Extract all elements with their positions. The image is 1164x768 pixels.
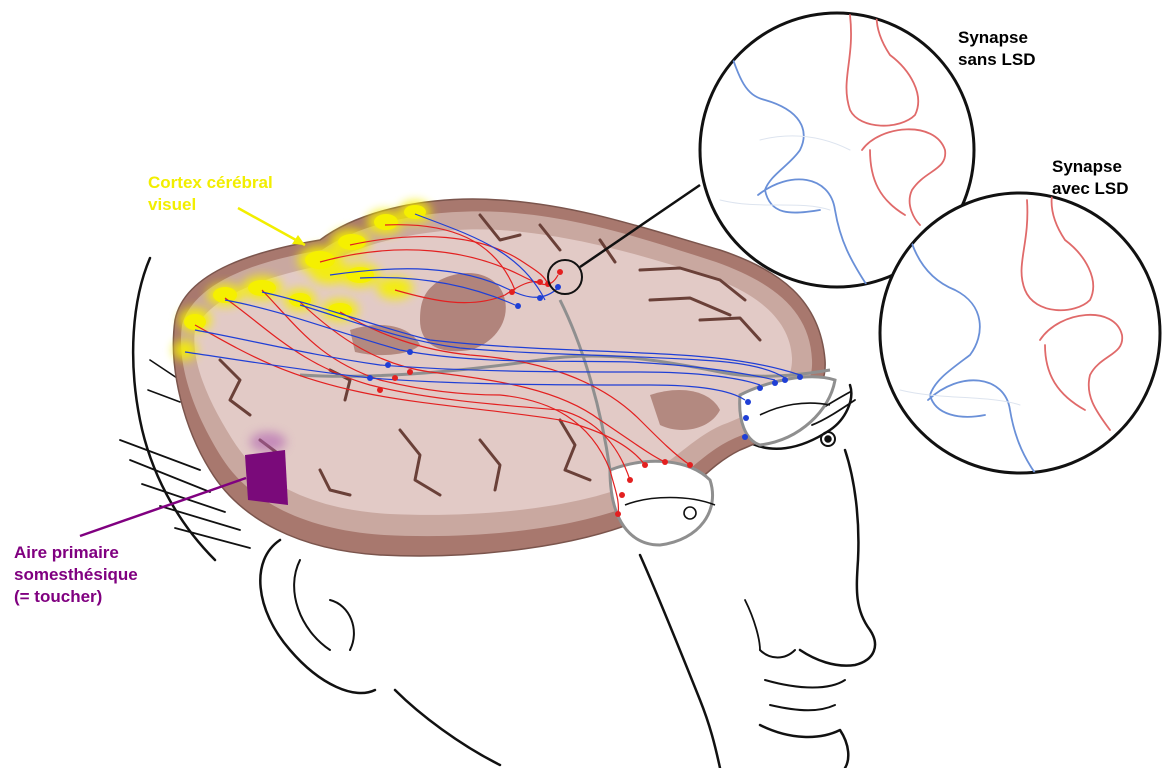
somatosensory-label-line1: Aire primaire [14, 543, 119, 562]
somatosensory-area [245, 432, 288, 505]
visual-cortex-label-line2: visuel [148, 195, 197, 214]
synapse-with-lsd-label: Synapse avec LSD [1052, 156, 1129, 200]
visual-cortex-label: Cortex cérébral visuel [148, 172, 273, 216]
somatosensory-label-line3: (= toucher) [14, 587, 103, 606]
visual-cortex-label-line1: Cortex cérébral [148, 173, 273, 192]
red-neuron-pathways [194, 224, 691, 516]
somatosensory-label: Aire primaire somesthésique (= toucher) [14, 542, 138, 608]
brain-cross-section [172, 198, 837, 557]
somatosensory-label-line2: somesthésique [14, 565, 138, 584]
head-outline [119, 256, 877, 768]
synapse-zoom-without-lsd [698, 11, 976, 289]
label-pointers [79, 183, 701, 538]
synapse-with-lsd-line1: Synapse [1052, 157, 1122, 176]
synapse-zoom-with-lsd [878, 191, 1162, 475]
synapse-without-lsd-line2: sans LSD [958, 50, 1036, 69]
synapse-with-lsd-line2: avec LSD [1052, 179, 1129, 198]
blue-synapse-endings [367, 284, 803, 440]
visual-cortex-area [173, 201, 431, 360]
synapse-without-lsd-line1: Synapse [958, 28, 1028, 47]
synapse-without-lsd-label: Synapse sans LSD [958, 27, 1035, 71]
